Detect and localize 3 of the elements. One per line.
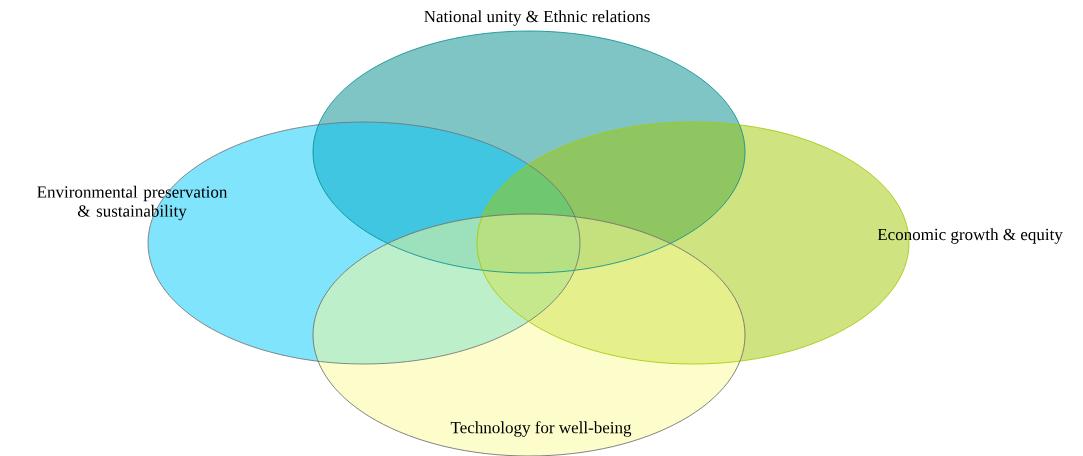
ellipse-label: National unity & Ethnic relations [424,10,650,26]
ellipse-label: Environmental preservation & sustainability [37,185,228,221]
ellipse-label: Technology for well-being [450,421,632,437]
